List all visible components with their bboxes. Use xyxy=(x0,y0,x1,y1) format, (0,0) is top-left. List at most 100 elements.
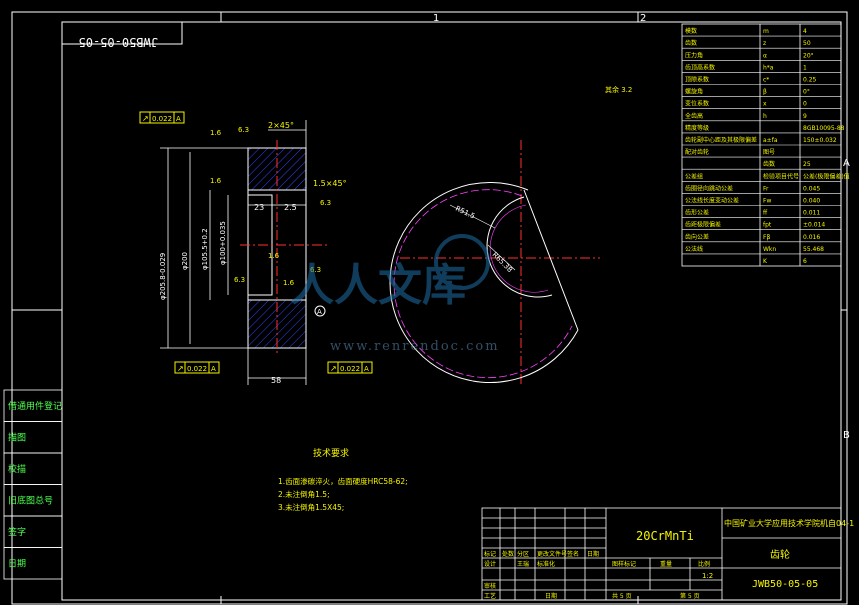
params-cell: 顶隙系数 xyxy=(685,76,709,84)
params-cell: 0.040 xyxy=(803,198,820,205)
left-strip-cell xyxy=(3,547,63,580)
tol-bl-symbol: ↗ xyxy=(177,364,184,373)
tb-header-5: 日期 xyxy=(587,550,599,558)
zone-label-top-2: 2 xyxy=(640,13,646,24)
params-cell: Fw xyxy=(763,198,771,205)
params-cell: c* xyxy=(763,77,769,84)
zone-label-right-a: A xyxy=(843,158,850,169)
section-dimensions xyxy=(160,120,307,385)
tol-top-value: 0.022 xyxy=(152,115,172,123)
dim-bore1: φ105.5+0.2 xyxy=(201,228,209,270)
params-cell: h*a xyxy=(763,64,774,71)
dim-od: φ205.8-0.029 xyxy=(159,253,167,300)
params-cell: Fβ xyxy=(763,234,770,241)
watermark: 人人文库 www.renrendoc.com xyxy=(290,234,498,354)
params-cell: 螺旋角 xyxy=(685,88,703,96)
params-cell: 全齿高 xyxy=(685,112,703,120)
gear-radius-leader-1 xyxy=(449,204,496,229)
zone-label-top-1: 1 xyxy=(433,13,439,24)
params-cell: 齿数 xyxy=(763,160,775,168)
note-1: 1.齿面渗碳淬火，齿面硬度HRC58-62; xyxy=(278,476,408,486)
params-cell: 0 xyxy=(803,101,807,108)
params-cell: 20° xyxy=(803,52,814,59)
note-3: 3.未注倒角1.5X45; xyxy=(278,502,344,512)
roughness-5: 1.6 xyxy=(268,252,280,260)
params-cell: 齿顶高系数 xyxy=(685,63,715,71)
dim-bore2: φ100+0.035 xyxy=(219,221,227,265)
gear-radius-inner: R65.38 xyxy=(491,251,514,274)
roughness-7: 1.6 xyxy=(283,279,295,287)
params-cell: 齿形公差 xyxy=(685,209,709,217)
params-cell: 齿数 xyxy=(685,39,697,47)
params-cell: h xyxy=(763,113,767,120)
chamfer-right-label: 1.5×45° xyxy=(313,179,347,188)
params-cell: ±0.014 xyxy=(803,222,825,229)
organization: 中国矿业大学应用技术学院机自04-1 xyxy=(724,518,854,528)
params-cell: ff xyxy=(763,210,768,217)
section-view: ↗ 0.022 A ↗ 0.022 A ↗ 0.022 A 2×45° 1.5×… xyxy=(139,111,373,385)
tb-stage-2: 比例 xyxy=(698,560,710,568)
notes-title: 技术要求 xyxy=(313,447,349,459)
params-cell: a±fa xyxy=(763,137,778,144)
params-cell: 150±0.032 xyxy=(803,137,837,144)
left-strip-label: 签字 xyxy=(8,526,26,538)
tol-top-datum: A xyxy=(176,115,181,123)
roughness-6: 6.3 xyxy=(310,266,321,274)
roughness-4: 6.3 xyxy=(320,199,331,207)
tb-header-1: 处数 xyxy=(502,550,514,558)
tb-stage-1: 重量 xyxy=(660,560,672,568)
params-cell: 6 xyxy=(803,258,807,265)
mirrored-number-box xyxy=(61,21,183,45)
datum-label: A xyxy=(317,308,322,316)
gear-pitch-arc xyxy=(393,189,573,379)
params-cell: 齿距极限偏差 xyxy=(685,221,721,229)
tb-scale: 1:2 xyxy=(702,572,713,580)
roughness-1: 1.6 xyxy=(210,129,222,137)
tb-header-4: 签名 xyxy=(567,550,579,558)
tb-review: 审核 xyxy=(484,582,496,590)
params-cell: 8GB10095-88 xyxy=(803,125,845,132)
dim-200: φ200 xyxy=(181,252,189,270)
params-cell: m xyxy=(763,28,769,35)
tech-notes: 技术要求 1.齿面渗碳淬火，齿面硬度HRC58-62; 2.未注倒角1.5; 3… xyxy=(278,447,408,512)
params-cell: 精度等级 xyxy=(685,124,709,132)
tb-header-2: 分区 xyxy=(517,550,529,558)
tb-sheet-no: 第 5 页 xyxy=(680,592,700,600)
outer-border xyxy=(11,11,848,605)
roughness-2: 6.3 xyxy=(238,126,249,134)
params-cell: 公差(极限偏差)值 xyxy=(803,172,850,180)
params-cell: Fr xyxy=(763,185,769,192)
params-cell: 配对齿轮 xyxy=(685,148,709,156)
title-block xyxy=(481,507,842,601)
params-cell: x xyxy=(763,101,767,108)
inner-border xyxy=(61,21,842,601)
params-cell: 0.25 xyxy=(803,77,817,84)
params-cell: 25 xyxy=(803,161,811,168)
roughness-8: 6.3 xyxy=(234,276,245,284)
params-cell: 齿向公差 xyxy=(685,233,709,241)
roughness-3: 1.6 xyxy=(210,177,222,185)
tb-design-0: 设计 xyxy=(484,560,496,568)
note-2: 2.未注倒角1.5; xyxy=(278,489,330,499)
gear-cut-line xyxy=(523,189,579,331)
tolerance-frame-top: ↗ 0.022 A xyxy=(139,111,185,124)
params-cell: β xyxy=(763,89,767,96)
params-cell: 检验项目代号 xyxy=(763,172,799,180)
watermark-main: 人人文库 xyxy=(290,260,466,311)
gear-bore-arc xyxy=(486,196,553,298)
params-cell: 50 xyxy=(803,40,811,47)
params-cell: Wkn xyxy=(763,246,776,253)
tb-stage-0: 图样标记 xyxy=(612,560,636,568)
params-cell: fpt xyxy=(763,222,772,229)
params-cell: 0° xyxy=(803,89,810,96)
tb-process: 工艺 xyxy=(484,592,496,600)
gear-outer-arc xyxy=(389,182,579,383)
params-cell: 变位系数 xyxy=(685,100,709,108)
chamfer-top-label: 2×45° xyxy=(268,121,294,130)
left-strip-label: 描图 xyxy=(8,432,26,444)
params-cell: 1 xyxy=(803,64,807,71)
tol-br-datum: A xyxy=(364,365,369,373)
